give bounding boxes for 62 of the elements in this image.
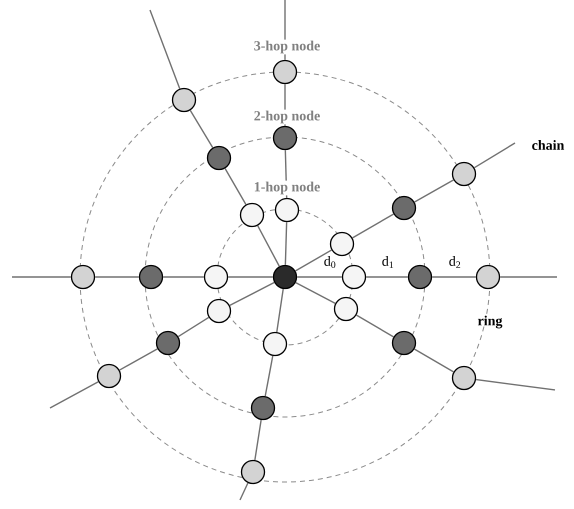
chain-line	[297, 276, 342, 278]
network-node	[138, 264, 164, 290]
chain-line	[276, 288, 284, 332]
chain-line	[12, 276, 71, 278]
network-node	[342, 264, 366, 290]
network-node	[240, 202, 264, 228]
network-node	[206, 146, 232, 170]
text-label: d$_{1}$	[382, 256, 394, 268]
network-node	[452, 366, 476, 390]
text-label: 2-hop node	[252, 110, 322, 124]
network-node	[156, 330, 180, 356]
text-label: 1-hop node	[252, 180, 322, 196]
network-node	[330, 232, 354, 256]
text-label: ring	[478, 316, 502, 328]
network-node	[262, 332, 288, 356]
network-node	[476, 264, 500, 290]
chain-line	[500, 276, 557, 278]
chain-line	[476, 378, 556, 391]
network-node	[70, 264, 96, 290]
chain-line	[50, 381, 99, 409]
chain-line	[432, 276, 476, 278]
network-node	[392, 196, 416, 220]
network-node	[206, 298, 232, 324]
network-node	[204, 264, 228, 290]
network-node	[272, 60, 298, 84]
text-label: d$_{0}$	[324, 256, 336, 268]
chain-line	[190, 110, 214, 148]
network-node	[272, 126, 298, 150]
chain-line	[295, 249, 332, 272]
chain-line	[257, 225, 280, 267]
text-label: d$_{2}$	[449, 256, 460, 268]
text-label: 3-hop node	[252, 40, 322, 54]
chain-line	[228, 276, 273, 278]
network-node	[408, 264, 432, 290]
chain-line	[95, 276, 139, 278]
chain-line	[178, 316, 210, 338]
chain-line	[119, 348, 158, 371]
chain-line	[224, 168, 247, 205]
chain-line	[229, 282, 275, 306]
chain-line	[239, 482, 249, 500]
chain-line	[366, 276, 408, 278]
network-node	[96, 364, 122, 388]
chain-line	[356, 314, 394, 338]
chain-line	[474, 142, 516, 168]
chain-line	[414, 348, 454, 372]
chain-line	[352, 213, 394, 238]
network-node	[392, 330, 416, 356]
network-node	[240, 460, 266, 484]
chain-line	[264, 356, 274, 396]
network-node	[272, 264, 298, 290]
network-node	[172, 88, 196, 112]
chain-line	[149, 10, 180, 89]
chain-line	[254, 420, 262, 460]
network-node	[334, 296, 358, 322]
chain-line	[284, 222, 288, 265]
chain-line	[163, 276, 204, 278]
network-node	[274, 198, 300, 222]
network-node	[452, 162, 476, 186]
network-node	[250, 396, 276, 420]
chain-line	[414, 179, 454, 203]
text-label: chain	[532, 140, 564, 150]
chain-line	[295, 282, 336, 304]
